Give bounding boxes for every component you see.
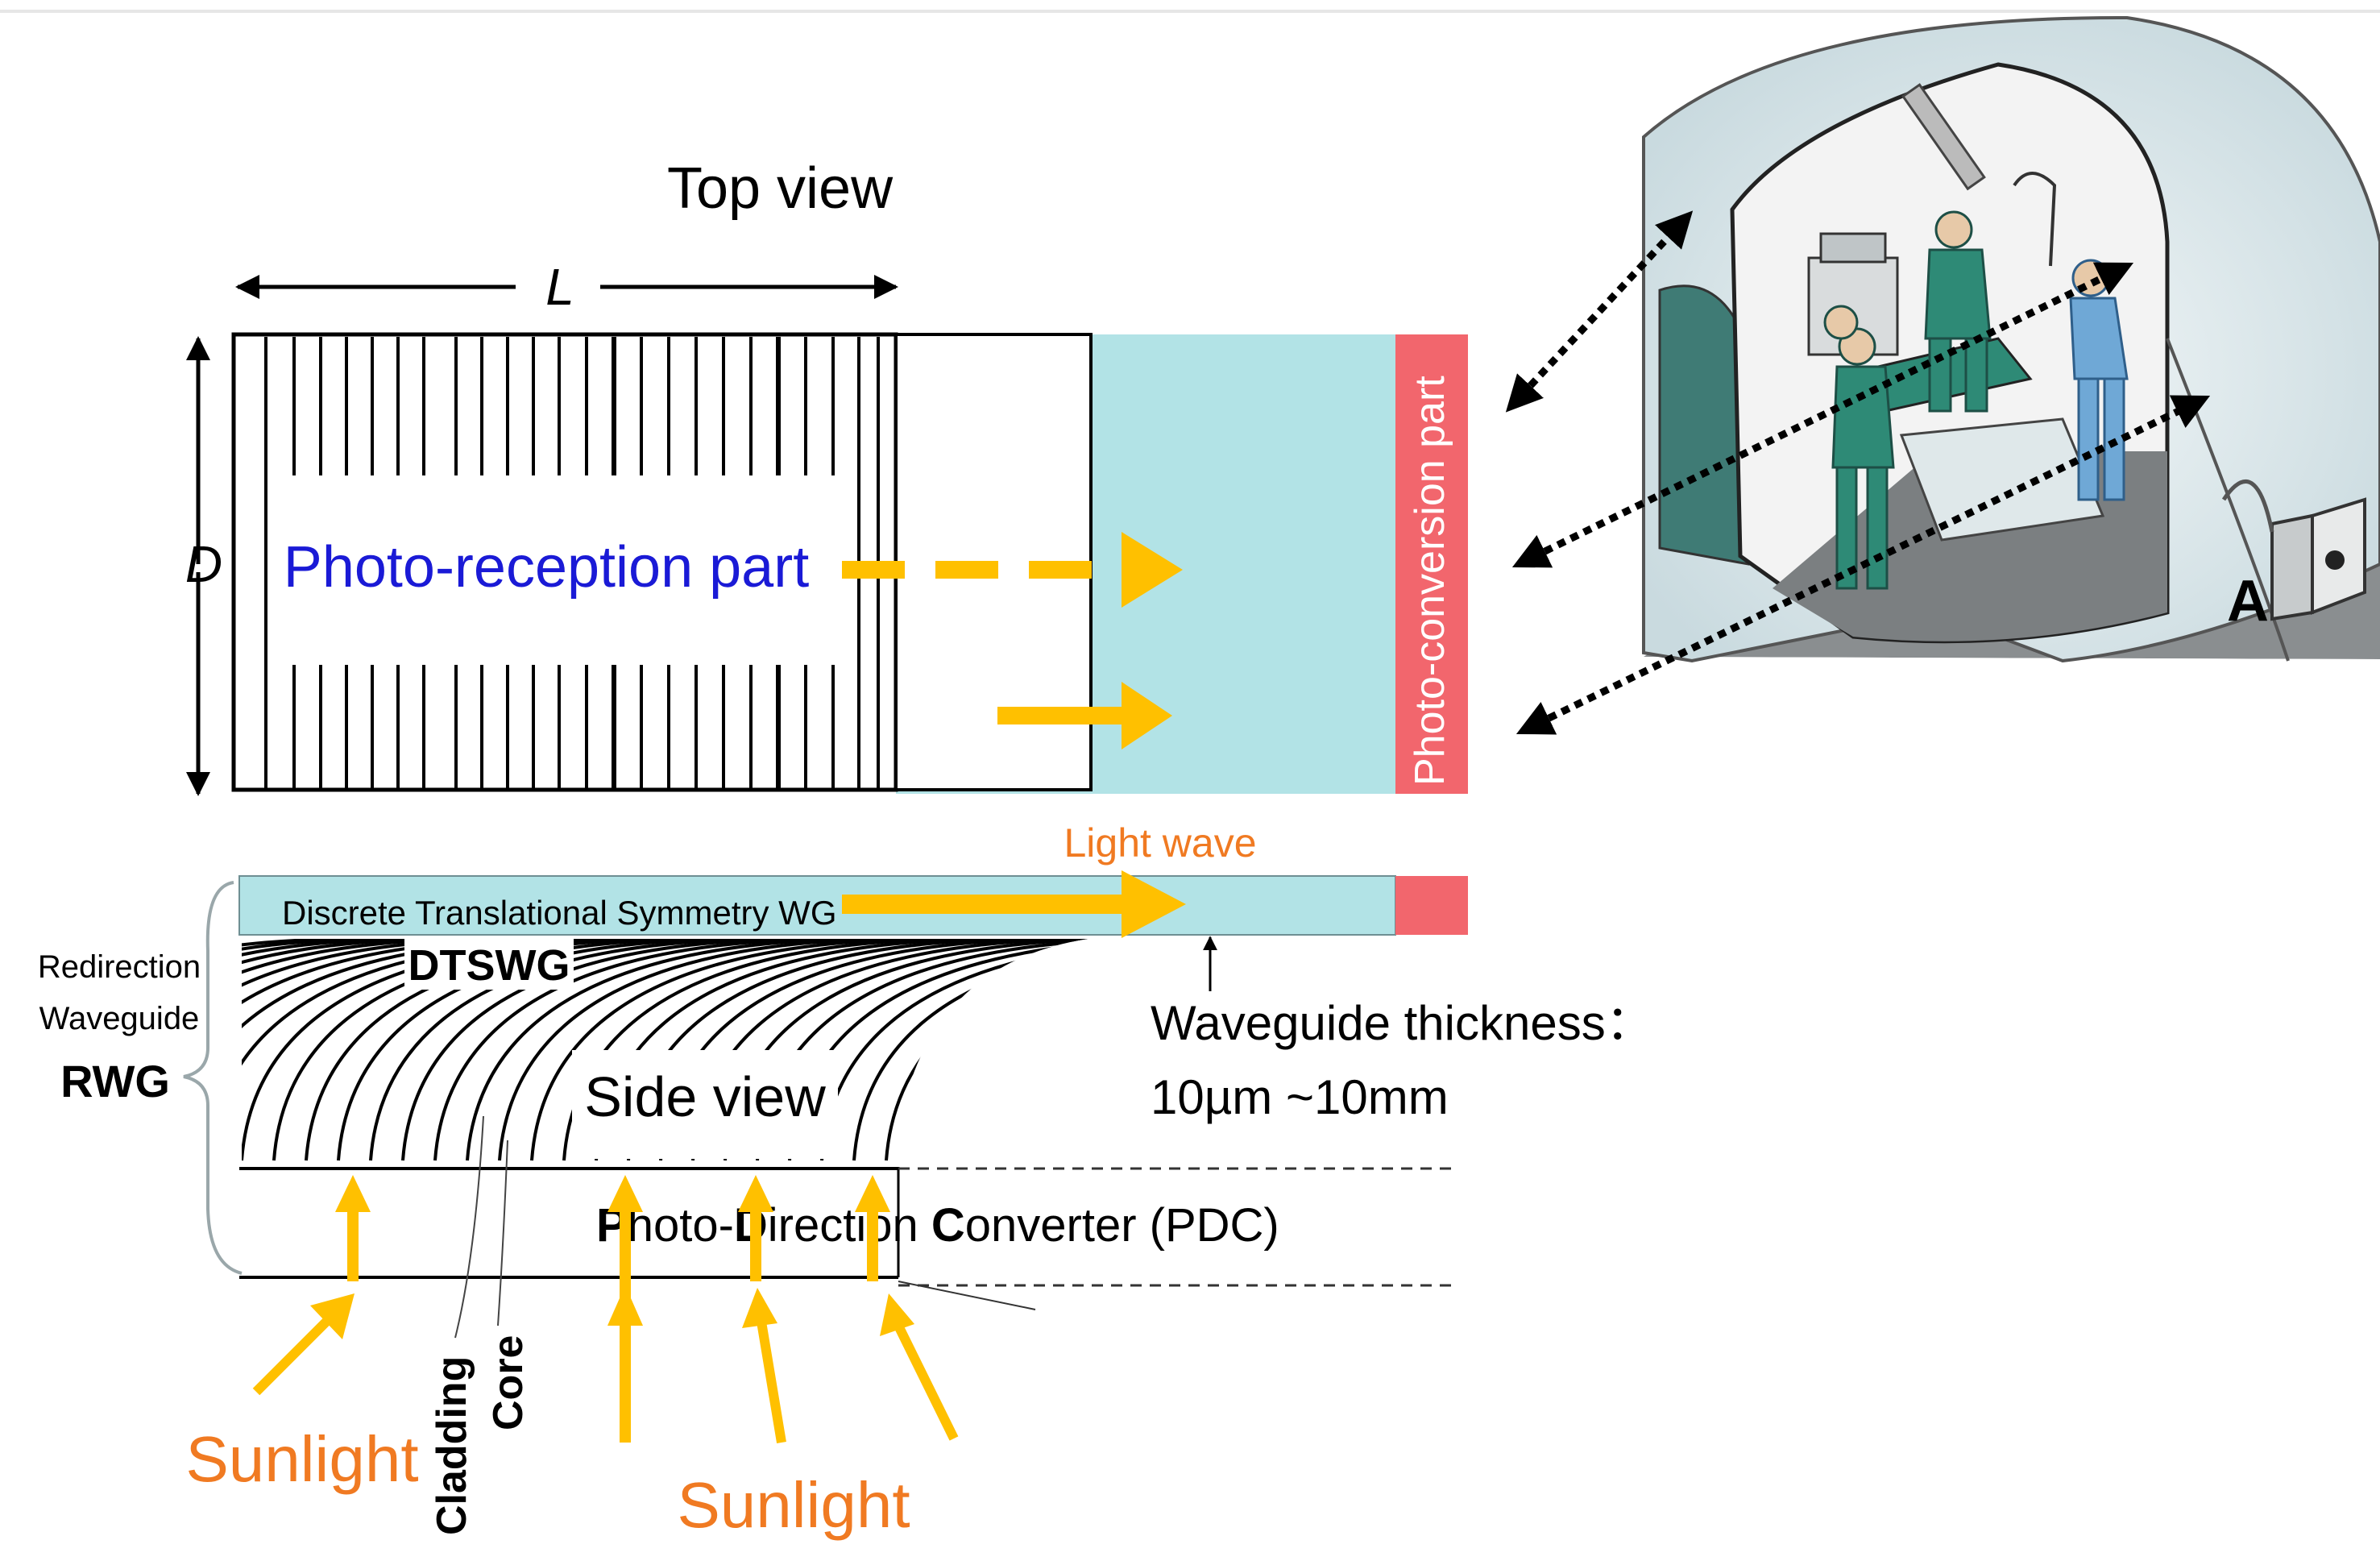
rwg-abbr: RWG xyxy=(60,1056,170,1106)
pdc-rest: onverter (PDC) xyxy=(965,1199,1279,1252)
conversion-label: Photo-conversion part xyxy=(1407,376,1453,786)
sunlight-arrows xyxy=(252,1285,959,1443)
side-light-arrow xyxy=(842,870,1186,938)
thickness-label: Waveguide thickness： xyxy=(1151,996,1654,1050)
pdc-c: C xyxy=(931,1199,965,1252)
rwg-line1: Redirection xyxy=(38,949,201,985)
thickness-range: 10µm ~10mm xyxy=(1151,1070,1449,1124)
pdc-irection: irection xyxy=(768,1199,931,1252)
side-conversion-bar xyxy=(1395,876,1468,935)
depth-label: D xyxy=(185,535,222,593)
light-wave-label: Light wave xyxy=(1064,820,1256,866)
core-label: Core xyxy=(485,1335,532,1430)
sunlight-left-label: Sunlight xyxy=(185,1423,418,1495)
top-light-arrow xyxy=(997,682,1172,749)
top-view-title: Top view xyxy=(667,156,894,221)
illustration-marker: A xyxy=(2227,569,2269,633)
length-label: L xyxy=(545,258,574,316)
operating-dome-illustration xyxy=(1642,15,2380,673)
side-view-title: Side view xyxy=(584,1065,826,1128)
top-dashed-light-arrow xyxy=(842,532,1183,608)
reception-label: Photo-reception part xyxy=(284,535,809,600)
side-waveguide-body xyxy=(238,875,1396,936)
top-conversion-bar xyxy=(1395,334,1468,794)
pdc-label: Photo-Direction Converter (PDC) xyxy=(596,1199,1279,1252)
pdc-hoto: hoto- xyxy=(628,1199,734,1252)
rwg-line2: Waveguide xyxy=(39,1001,200,1036)
cladding-label: Cladding xyxy=(429,1356,475,1535)
sunlight-bottom-label: Sunlight xyxy=(677,1469,910,1541)
coupling-arrows xyxy=(1505,210,2211,735)
rwg-brace xyxy=(183,881,243,1275)
dtswg-abbr-label: DTSWG xyxy=(408,941,570,990)
dtswg-full-label: Discrete Translational Symmetry WG xyxy=(282,894,837,932)
